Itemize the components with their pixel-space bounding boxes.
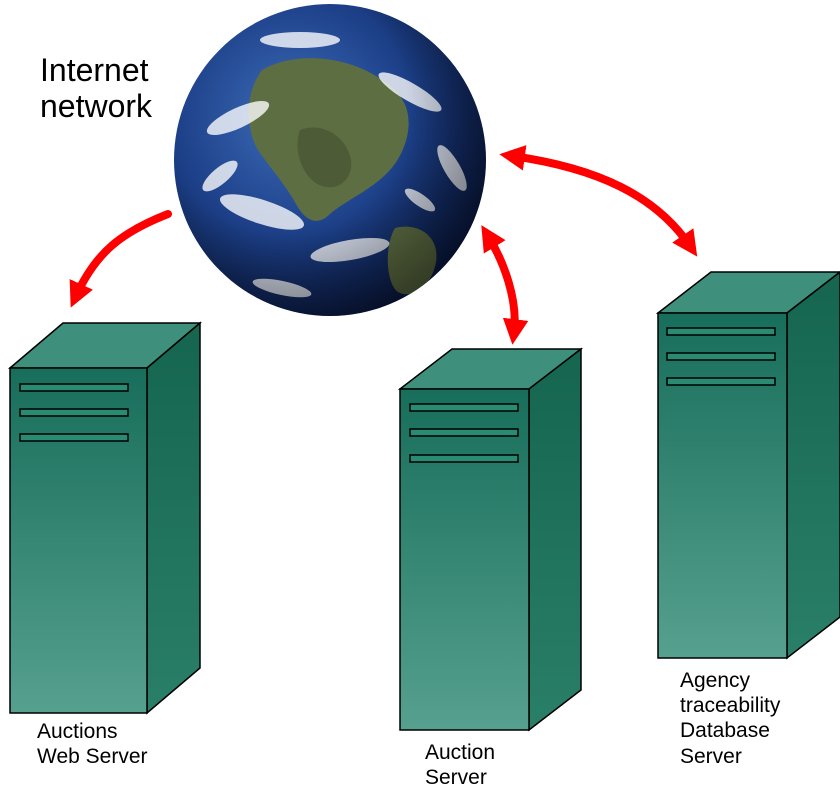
arrow-internet-to-web-server <box>69 210 172 308</box>
auctions-web-server-label: Auctions Web Server <box>37 720 148 770</box>
auctions-web-server-icon <box>7 321 203 715</box>
db-server-label-line-4: Server <box>680 744 742 768</box>
arrow-internet-auction-server <box>481 225 529 345</box>
internet-label-line-2: network <box>40 88 153 125</box>
web-server-label-line-1: Auctions <box>37 720 118 743</box>
internet-label-line-1: Internet <box>40 52 149 88</box>
auction-server-label-line-2: Server <box>425 765 487 789</box>
db-server-label-line-3: Database <box>680 719 770 743</box>
database-server-icon <box>655 271 840 660</box>
arrow-internet-database-server <box>499 145 698 257</box>
internet-network-label: Internet network <box>40 52 152 125</box>
auction-server-icon <box>397 347 584 732</box>
auction-server-label-line-1: Auction <box>425 741 496 764</box>
auction-server-label: Auction Server <box>425 741 495 791</box>
db-server-label-line-2: traceability <box>680 694 781 718</box>
earth-globe-icon <box>174 4 486 316</box>
connection-arrows <box>69 145 698 345</box>
web-server-label-line-2: Web Server <box>37 744 148 768</box>
db-server-label-line-1: Agency <box>680 669 751 692</box>
database-server-label: Agency traceability Database Server <box>680 668 780 769</box>
